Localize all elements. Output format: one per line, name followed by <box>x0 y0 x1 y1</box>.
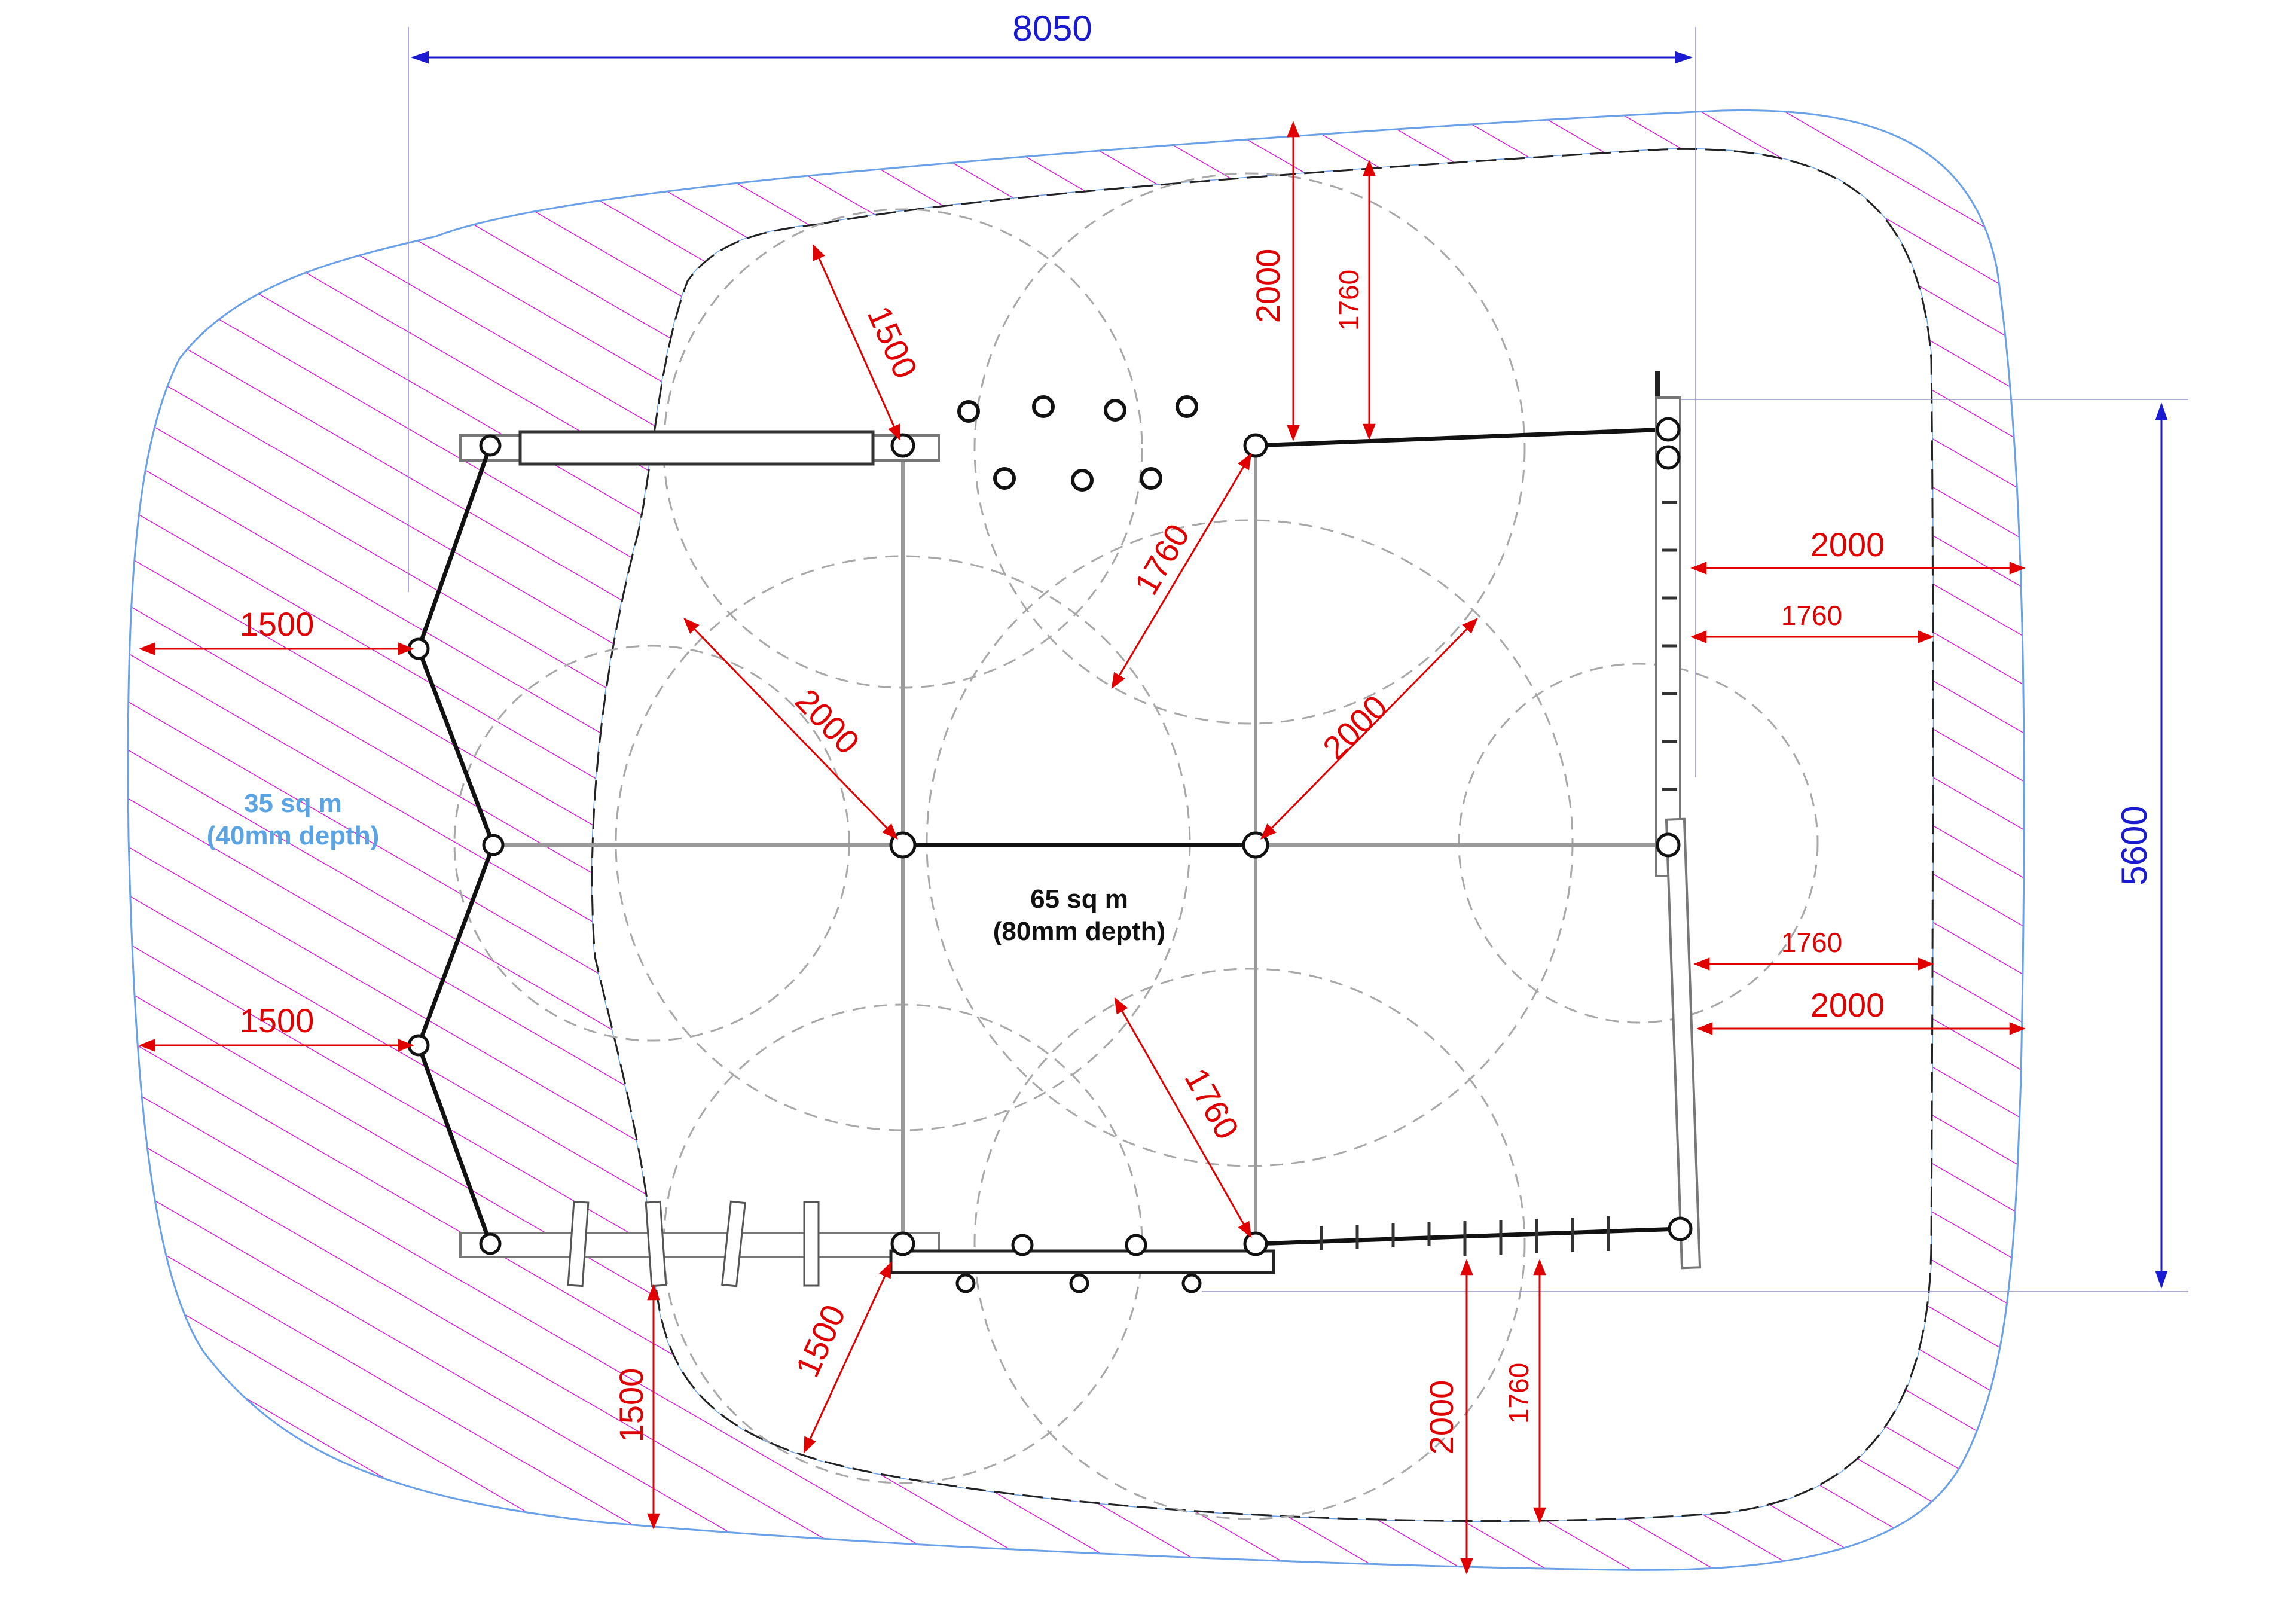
top-right-inner-dim: 1760 <box>1333 270 1364 331</box>
area-labels: 35 sq m (40mm depth) 65 sq m (80mm depth… <box>207 789 1165 946</box>
overall-width-label: 8050 <box>1012 8 1092 48</box>
bottom-inner-dim: 1760 <box>1503 1363 1534 1424</box>
right-lower-inner-dim: 1760 <box>1781 927 1842 958</box>
left-upper-dim: 1500 <box>240 605 315 643</box>
right-lower-outer-dim: 2000 <box>1810 986 1885 1024</box>
bottom-outer-dim: 2000 <box>1422 1380 1460 1455</box>
top-right-outer-dim: 2000 <box>1249 249 1287 324</box>
overall-dimensions: 8050 5600 <box>408 8 2188 1292</box>
inner-area-label: 65 sq m <box>1030 884 1128 914</box>
right-upper-inner-dim: 1760 <box>1781 600 1842 631</box>
inner-depth-label: (80mm depth) <box>993 917 1165 946</box>
outer-depth-label: (40mm depth) <box>207 821 379 850</box>
bottom-left-vert-dim: 1500 <box>612 1368 650 1443</box>
right-upper-outer-dim: 2000 <box>1810 526 1885 563</box>
outer-area-label: 35 sq m <box>244 789 342 818</box>
left-lower-dim: 1500 <box>240 1002 315 1039</box>
overall-depth-label: 5600 <box>2114 806 2154 885</box>
play-equipment <box>407 371 1702 1293</box>
